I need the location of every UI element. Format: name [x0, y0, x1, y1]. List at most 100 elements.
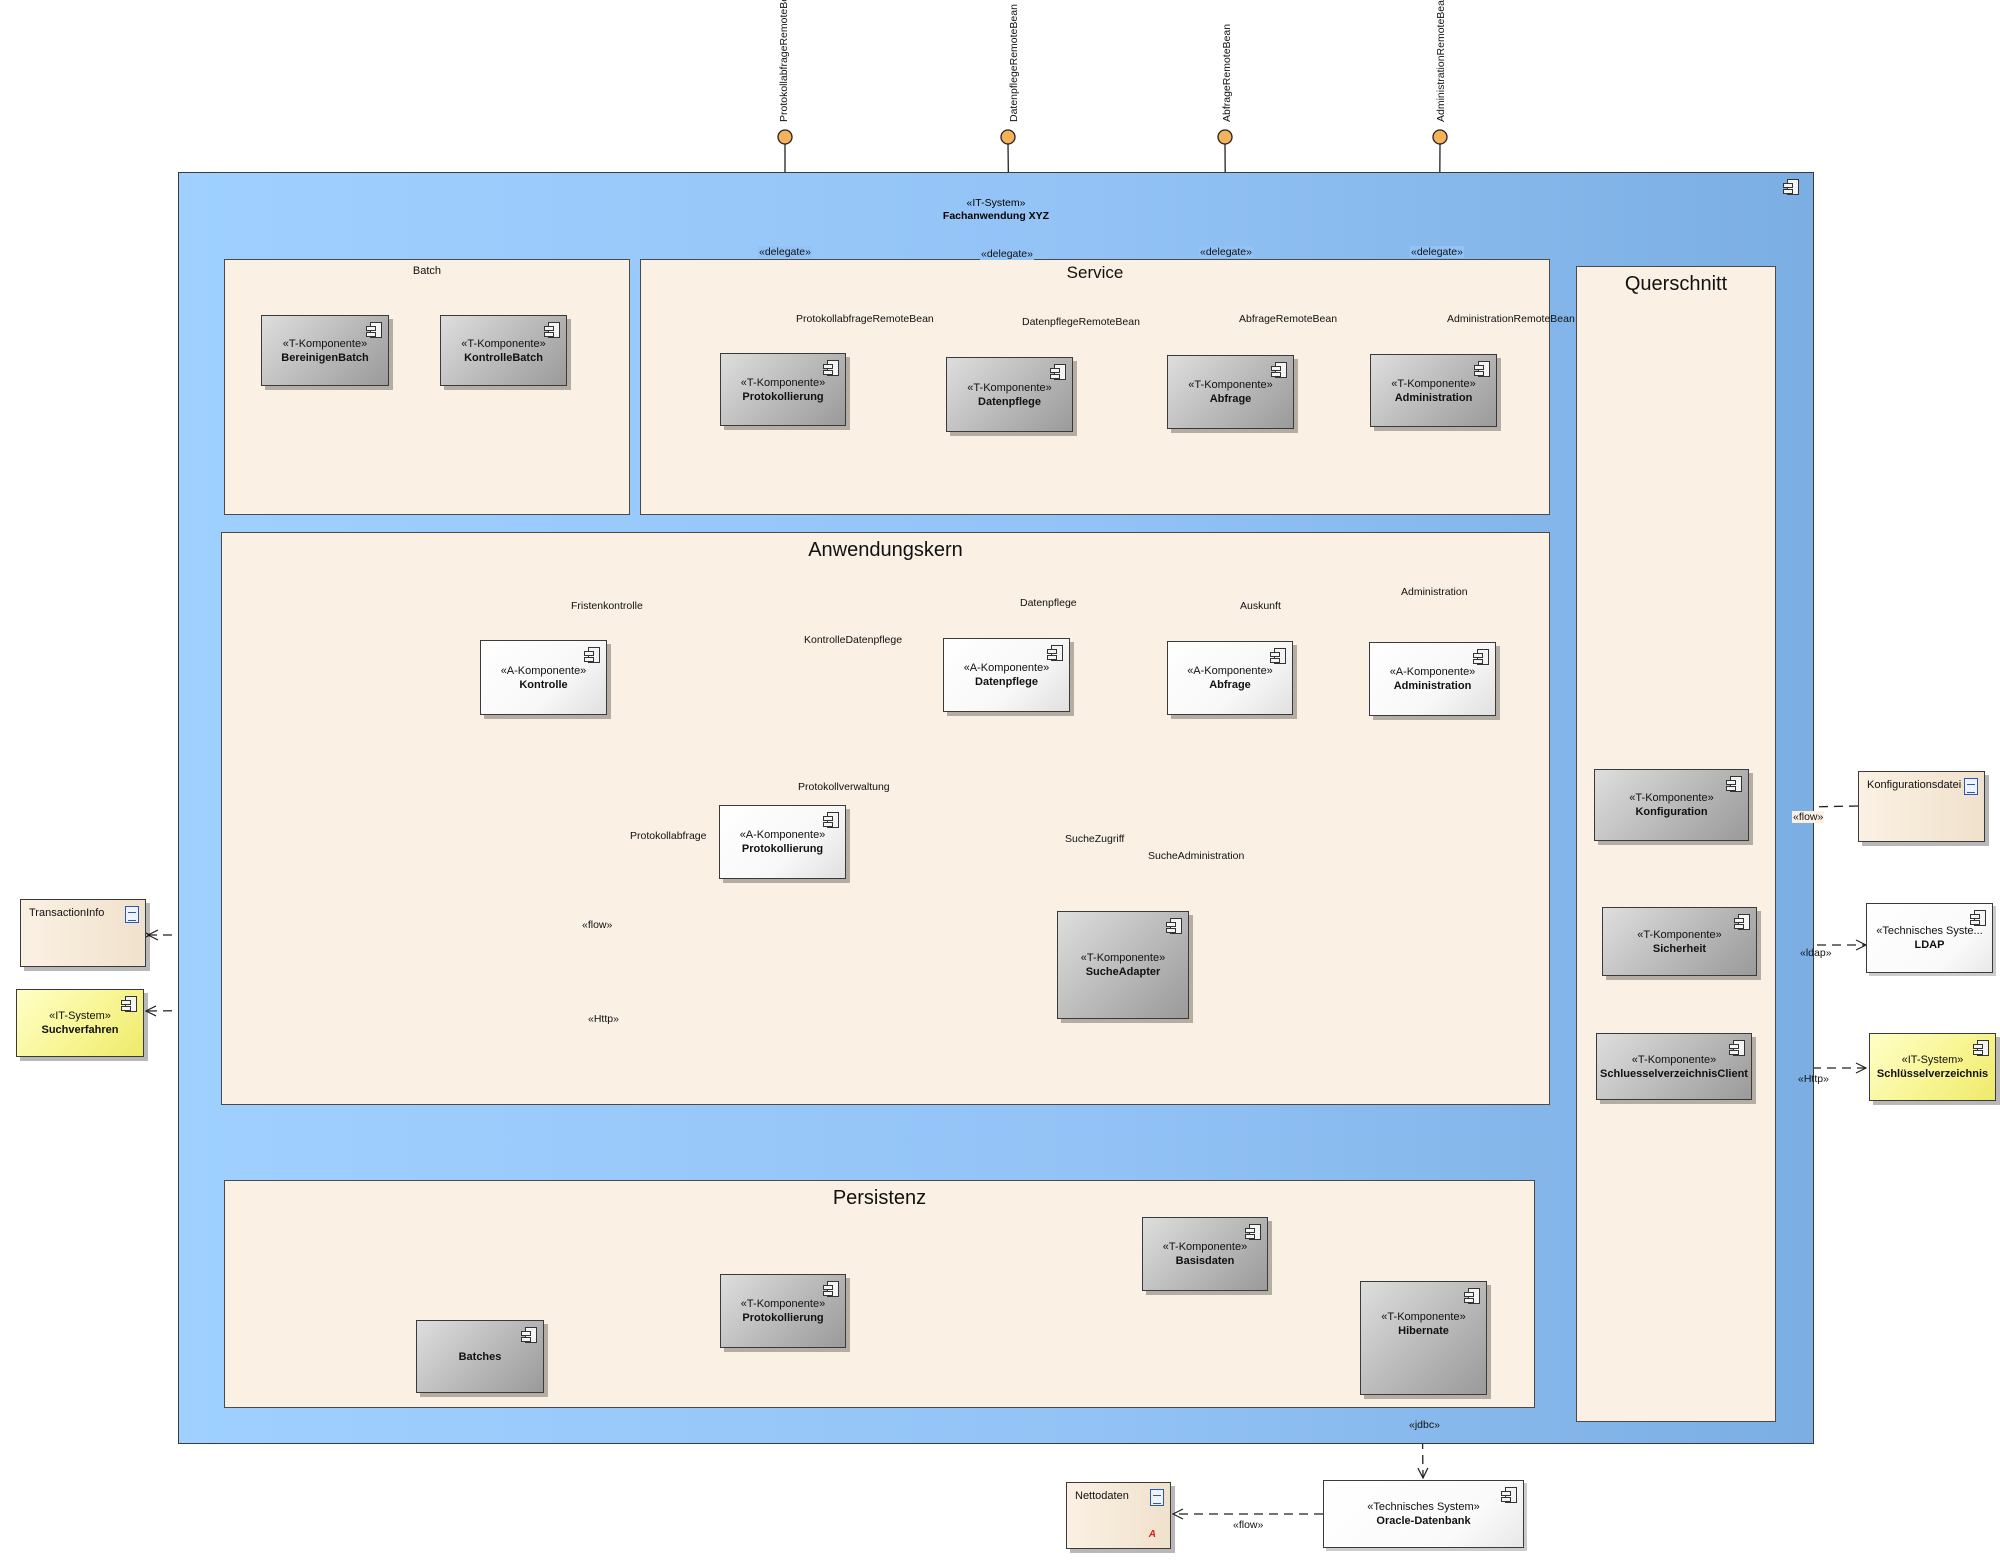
- stereotype: «T-Komponente»: [1391, 377, 1476, 390]
- ldap-label: «ldap»: [1800, 947, 1832, 959]
- component-icon: [1734, 914, 1750, 930]
- component-name: Konfiguration: [1635, 806, 1708, 818]
- interface-label: AdministrationRemoteBean: [1447, 313, 1575, 325]
- stereotype: «T-Komponente»: [461, 337, 546, 350]
- package-anwendungskern[interactable]: Anwendungskern: [221, 532, 1550, 1105]
- component-oracle-datenbank[interactable]: «Technisches System» Oracle-Datenbank: [1323, 1480, 1524, 1548]
- component-icon: [1970, 910, 1986, 926]
- artifact-konfigurationsdatei[interactable]: Konfigurationsdatei: [1858, 771, 1985, 842]
- stereotype: «T-Komponente»: [282, 337, 368, 350]
- external-interface-lollipop[interactable]: [777, 129, 793, 145]
- package-title: Anwendungskern: [808, 539, 963, 561]
- component-kontrolle-batch[interactable]: «T-Komponente» KontrolleBatch: [440, 315, 567, 386]
- stereotype: «A-Komponente»: [739, 829, 826, 841]
- component-service-datenpflege[interactable]: «T-Komponente» Datenpflege: [946, 357, 1073, 432]
- component-ak-abfrage[interactable]: «A-Komponente» Abfrage: [1167, 641, 1293, 715]
- stereotype: «T-Komponente»: [740, 376, 826, 389]
- http-label: «Http»: [588, 1013, 619, 1025]
- http-label: «Http»: [1798, 1073, 1829, 1085]
- stereotype: «T-Komponente»: [1629, 792, 1714, 804]
- package-title: Service: [1066, 263, 1124, 282]
- component-name: Datenpflege: [975, 676, 1038, 688]
- component-icon: [1270, 648, 1286, 664]
- component-name: Abfrage: [1209, 393, 1252, 405]
- component-icon: [1047, 645, 1063, 661]
- component-name: Kontrolle: [519, 678, 568, 691]
- package-querschnitt[interactable]: Querschnitt: [1576, 266, 1776, 1422]
- artifact-nettodaten[interactable]: A Nettodaten: [1066, 1482, 1171, 1549]
- external-interface-label: ProtokollabfrageRemoteBean: [778, 0, 790, 122]
- interface-label: Fristenkontrolle: [571, 600, 643, 612]
- component-name: Suchverfahren: [41, 1024, 119, 1036]
- external-interface-lollipop[interactable]: [1432, 129, 1448, 145]
- component-name: Hibernate: [1398, 1325, 1449, 1337]
- component-sicherheit[interactable]: «T-Komponente» Sicherheit: [1602, 907, 1757, 976]
- external-interface-lollipop[interactable]: [1000, 129, 1016, 145]
- component-name: LDAP: [1914, 939, 1945, 951]
- component-name: Abfrage: [1209, 679, 1251, 691]
- component-ak-datenpflege[interactable]: «A-Komponente» Datenpflege: [943, 638, 1070, 712]
- component-schluesselverzeichnis[interactable]: «IT-System» Schlüsselverzeichnis: [1869, 1033, 1996, 1101]
- component-schluesselverzeichnis-client[interactable]: «T-Komponente» SchluesselverzeichnisClie…: [1596, 1033, 1752, 1100]
- interface-label: Auskunft: [1240, 600, 1281, 612]
- component-name: Protokollierung: [742, 390, 824, 403]
- component-icon: [823, 812, 839, 828]
- component-icon: [1245, 1224, 1261, 1240]
- external-interface-lollipop[interactable]: [1217, 129, 1233, 145]
- document-icon: [1964, 778, 1978, 795]
- artifact-name: Konfigurationsdatei: [1867, 779, 1962, 791]
- component-bereinigen-batch[interactable]: «T-Komponente» BereinigenBatch: [261, 315, 389, 386]
- interface-label: KontrolleDatenpflege: [804, 634, 903, 646]
- component-ak-protokollierung[interactable]: «A-Komponente» Protokollierung: [719, 805, 846, 879]
- component-hibernate[interactable]: «T-Komponente» Hibernate: [1360, 1281, 1487, 1395]
- document-icon: [1150, 1489, 1164, 1506]
- component-name: Protokollierung: [742, 1312, 824, 1324]
- component-icon: [1729, 1040, 1745, 1056]
- stereotype: «IT-System»: [49, 1010, 111, 1022]
- external-interface-label: AbfrageRemoteBean: [1221, 23, 1233, 122]
- component-service-protokollierung[interactable]: «T-Komponente» Protokollierung: [720, 353, 846, 426]
- component-icon: [521, 1327, 537, 1343]
- delegate-label: «delegate»: [758, 246, 812, 258]
- stereotype: «T-Komponente»: [740, 1298, 826, 1310]
- component-icon: [584, 647, 600, 663]
- component-ak-kontrolle[interactable]: «A-Komponente» Kontrolle: [480, 640, 607, 715]
- warning-mark-icon: A: [1148, 1529, 1156, 1540]
- stereotype: «T-Komponente»: [1381, 1311, 1466, 1323]
- component-batches[interactable]: Batches: [416, 1320, 544, 1393]
- stereotype: «T-Komponente»: [1162, 1241, 1248, 1253]
- component-name: Datenpflege: [978, 395, 1041, 408]
- component-service-administration[interactable]: «T-Komponente» Administration: [1370, 354, 1497, 427]
- component-konfiguration[interactable]: «T-Komponente» Konfiguration: [1594, 769, 1749, 841]
- component-icon: [1474, 361, 1490, 377]
- component-name: Batches: [458, 1350, 502, 1363]
- component-suche-adapter[interactable]: «T-Komponente» SucheAdapter: [1057, 911, 1189, 1019]
- component-icon: [1501, 1487, 1517, 1503]
- interface-label: Administration: [1401, 586, 1468, 598]
- component-basisdaten[interactable]: «T-Komponente» Basisdaten: [1142, 1217, 1268, 1291]
- delegate-label: «delegate»: [980, 248, 1034, 260]
- component-ldap[interactable]: «Technisches Syste... LDAP: [1866, 903, 1993, 973]
- system-name: Fachanwendung XYZ: [942, 210, 1050, 222]
- component-icon: [1271, 362, 1287, 378]
- component-persistenz-protokollierung[interactable]: «T-Komponente» Protokollierung: [720, 1274, 846, 1348]
- component-ak-administration[interactable]: «A-Komponente» Administration: [1369, 642, 1496, 716]
- stereotype: «T-Komponente»: [1631, 1053, 1717, 1066]
- stereotype: «Technisches System»: [1367, 1501, 1480, 1513]
- stereotype: «T-Komponente»: [1637, 928, 1722, 941]
- package-title: Querschnitt: [1624, 273, 1728, 295]
- package-title: Batch: [412, 265, 442, 277]
- component-service-abfrage[interactable]: «T-Komponente» Abfrage: [1167, 355, 1294, 429]
- component-suchverfahren[interactable]: «IT-System» Suchverfahren: [16, 989, 144, 1057]
- artifact-transaction-info[interactable]: TransactionInfo: [20, 899, 146, 967]
- interface-label: SucheZugriff: [1065, 833, 1125, 845]
- document-icon: [125, 906, 139, 923]
- component-icon: [823, 360, 839, 376]
- stereotype: «A-Komponente»: [1389, 666, 1476, 678]
- interface-label: ProtokollabfrageRemoteBean: [796, 313, 934, 325]
- package-batch[interactable]: Batch: [224, 259, 630, 515]
- interface-label: AbfrageRemoteBean: [1239, 313, 1338, 325]
- stereotype: «Technisches Syste...: [1876, 925, 1983, 937]
- component-name: Administration: [1393, 680, 1472, 692]
- stereotype: «T-Komponente»: [1080, 952, 1166, 964]
